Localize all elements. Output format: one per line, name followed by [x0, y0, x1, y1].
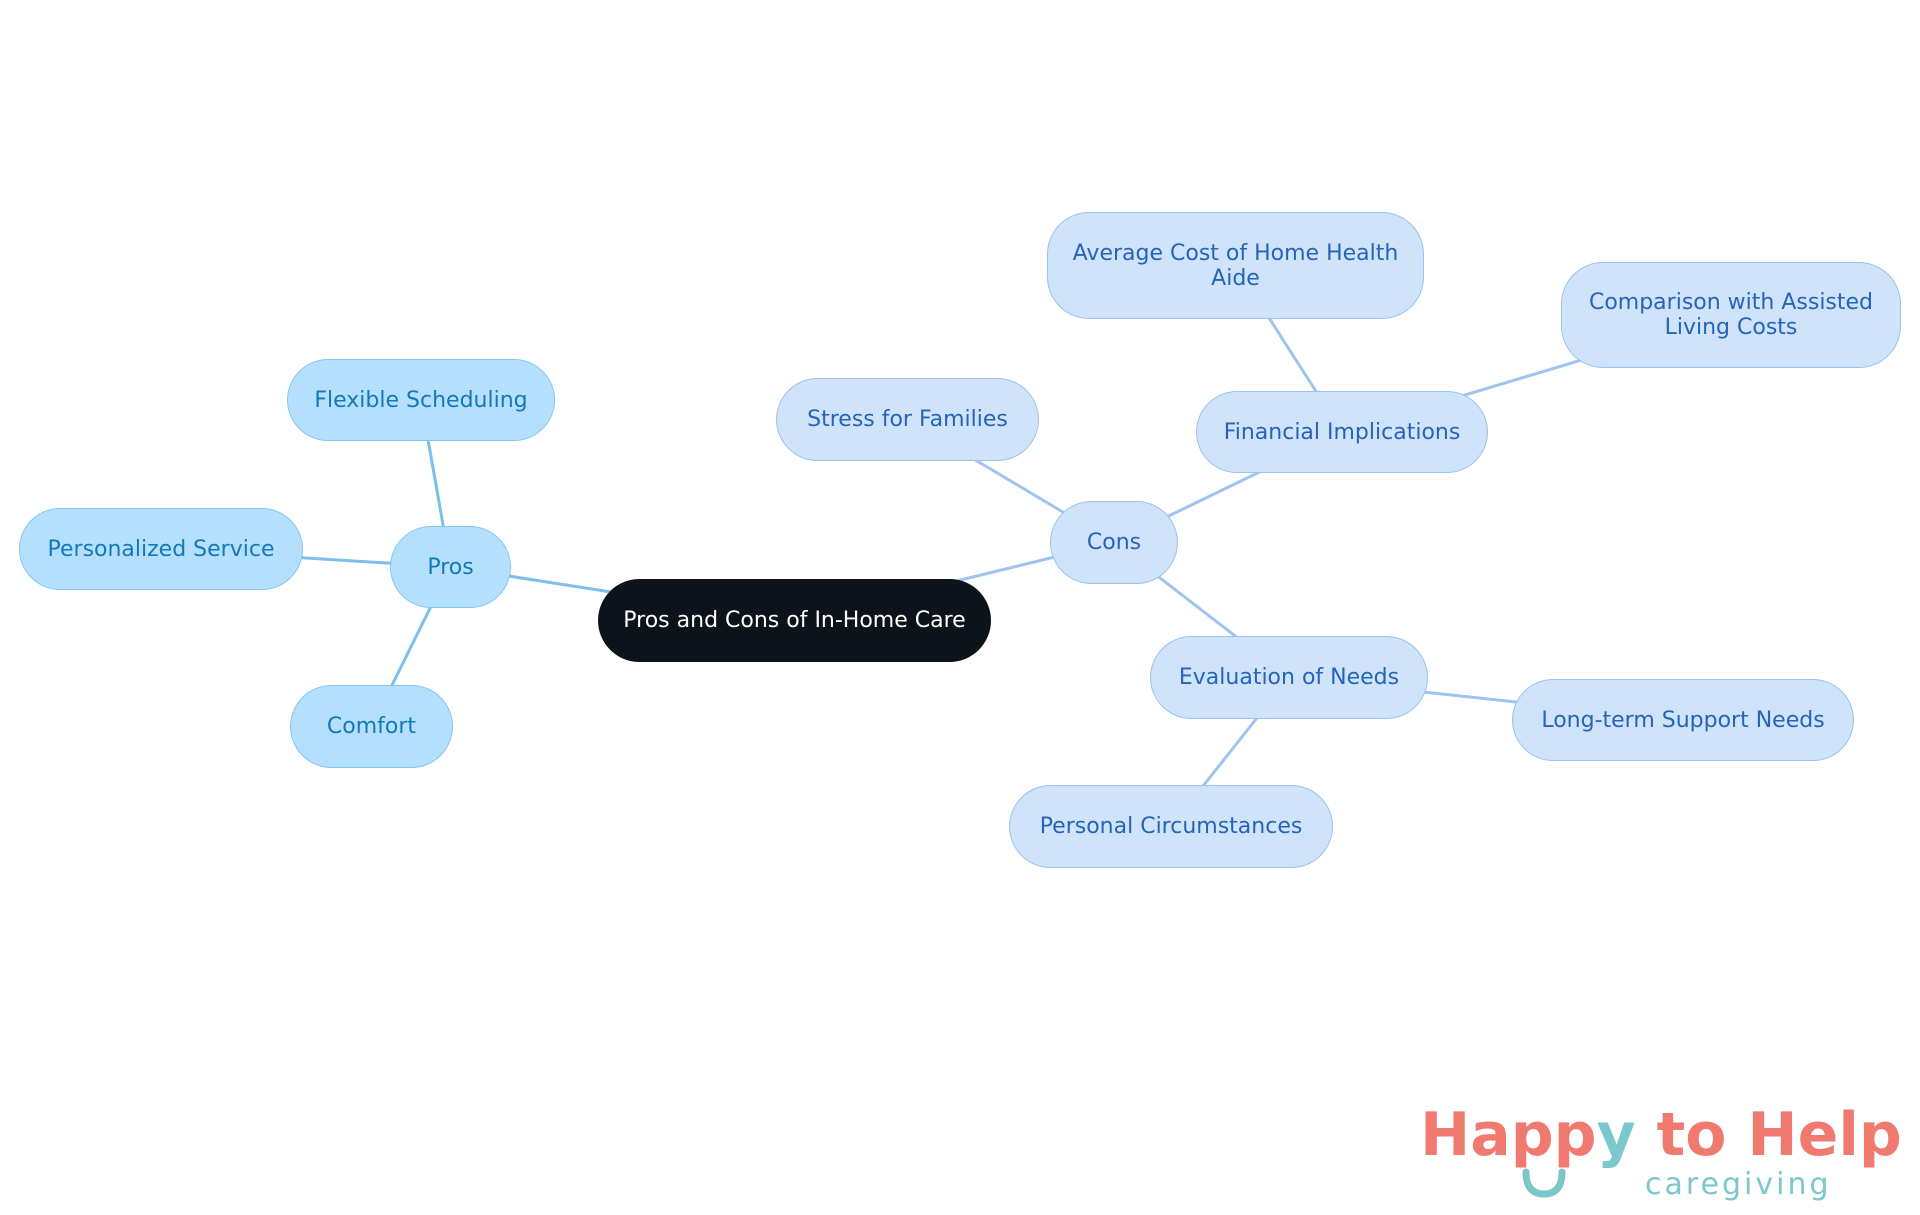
stress-for-families-node[interactable]: Stress for Families [776, 378, 1039, 461]
pros-node[interactable]: Pros [390, 526, 511, 608]
comfort-node[interactable]: Comfort [290, 685, 453, 768]
happy-to-help-logo: Happy to Help caregiving [1420, 1100, 1902, 1202]
root-node[interactable]: Pros and Cons of In-Home Care [598, 579, 991, 662]
logo-wordmark: Happy to Help [1420, 1100, 1902, 1170]
flexible-scheduling-node[interactable]: Flexible Scheduling [287, 359, 555, 441]
cons-node[interactable]: Cons [1050, 501, 1178, 584]
evaluation-of-needs-node[interactable]: Evaluation of Needs [1150, 636, 1428, 719]
long-term-support-node[interactable]: Long-term Support Needs [1512, 679, 1854, 761]
comparison-assisted-living-node[interactable]: Comparison with Assisted Living Costs [1561, 262, 1901, 368]
personalized-service-node[interactable]: Personalized Service [19, 508, 303, 590]
logo-tagline: caregiving [1645, 1167, 1832, 1202]
personal-circumstances-node[interactable]: Personal Circumstances [1009, 785, 1333, 868]
smile-icon [1522, 1168, 1566, 1198]
financial-implications-node[interactable]: Financial Implications [1196, 391, 1488, 473]
average-cost-node[interactable]: Average Cost of Home Health Aide [1047, 212, 1424, 319]
